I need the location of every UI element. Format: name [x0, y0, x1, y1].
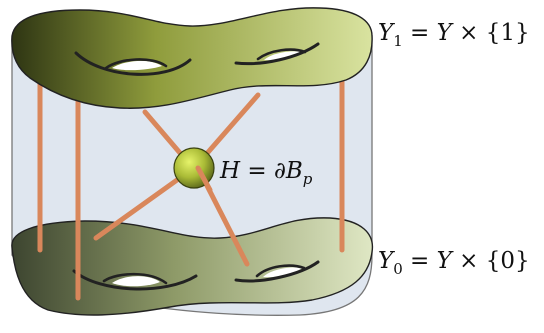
label-y0: Y0 = Y × {0} [378, 248, 530, 278]
top-holes [74, 42, 320, 76]
bottom-hole-left-upper [102, 272, 168, 285]
bottom-hole-right-lower [234, 260, 320, 283]
label-h: H = ∂Bp [219, 158, 313, 188]
bottom-hole-right-fill [263, 267, 302, 278]
top-hole-right-lower [234, 42, 320, 66]
top-hole-right-fill [264, 51, 302, 61]
bottom-surface-y0 [11, 217, 374, 316]
rod-ball-upper-left [142, 109, 189, 163]
rod-ball-lower-left [93, 172, 187, 241]
bottom-hole-right-upper [255, 264, 306, 278]
bottom-holes [72, 260, 320, 291]
top-surface-y1 [11, 7, 373, 109]
top-hole-right-upper [256, 48, 307, 61]
top-hole-left-upper [104, 58, 168, 70]
label-y1: Y1 = Y × {1} [378, 20, 530, 50]
rod-ball-front-stub [195, 165, 213, 193]
ball-rods [93, 92, 261, 241]
rod-ball-upper-right [200, 92, 261, 161]
rods [37, 67, 345, 301]
top-hole-left-fill [112, 60, 162, 71]
bottom-hole-left-lower [72, 269, 198, 291]
bottom-hole-left-fill [112, 276, 160, 287]
top-hole-left-lower [74, 51, 192, 76]
